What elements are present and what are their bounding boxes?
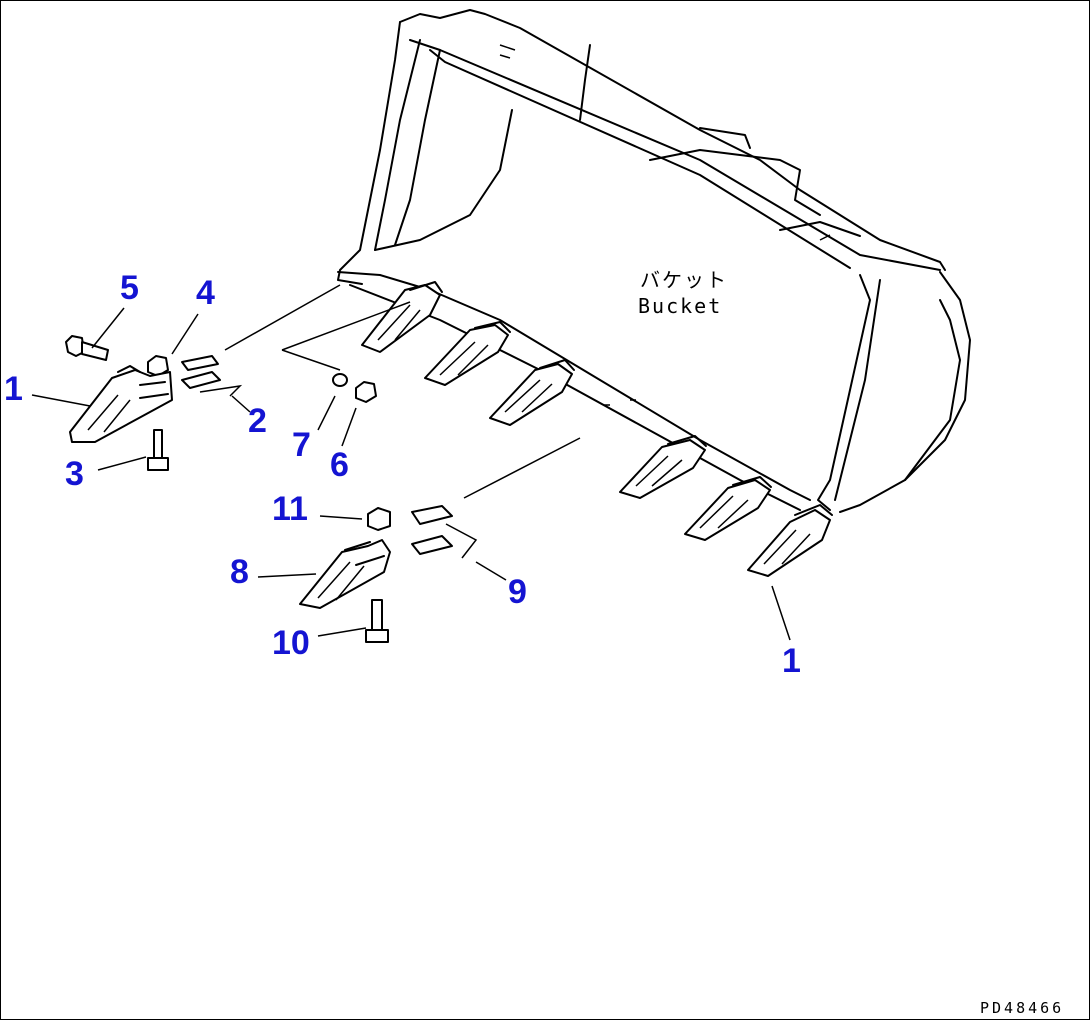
- callout-7: 7: [292, 426, 311, 464]
- callout-3: 3: [65, 455, 84, 493]
- callout-8: 8: [230, 553, 249, 591]
- adapter-part-8: [299, 539, 391, 609]
- tooth-6: [747, 504, 833, 577]
- callout-1-left: 1: [4, 370, 23, 408]
- callout-11: 11: [272, 490, 308, 528]
- callout-10: 10: [272, 624, 310, 662]
- washer-part-7: [332, 373, 348, 387]
- drawing-code: PD48466: [980, 999, 1064, 1017]
- bucket-body: [337, 9, 971, 513]
- callout-numbers: 1 1 2 3 4 5 6 7 8 9 10 11: [4, 269, 801, 680]
- nut-part-11: [367, 507, 391, 531]
- callout-1-right: 1: [782, 642, 801, 680]
- bucket-label-japanese: バケット: [640, 268, 728, 292]
- leader-lines: [31, 307, 791, 641]
- adapter-part-1-left: [69, 365, 173, 443]
- bolt-part-3: [147, 429, 169, 471]
- bucket-label-english: Bucket: [638, 294, 722, 318]
- shim-part-9: [411, 505, 478, 559]
- tooth-4: [619, 435, 707, 499]
- bolt-part-5: [65, 335, 109, 361]
- nut-part-4: [147, 355, 169, 377]
- bolt-part-10: [365, 599, 389, 643]
- nut-part-6: [355, 381, 377, 403]
- exploded-parts-left: [65, 284, 411, 471]
- bucket-teeth: [361, 281, 833, 577]
- callout-5: 5: [120, 269, 139, 307]
- callout-6: 6: [330, 446, 349, 484]
- callout-9: 9: [508, 573, 527, 611]
- tooth-5: [684, 476, 772, 541]
- tooth-2: [424, 321, 511, 386]
- callout-2: 2: [248, 402, 267, 440]
- shim-part-2: [181, 355, 243, 397]
- callout-4: 4: [196, 274, 215, 312]
- exploded-parts-lower: [299, 437, 581, 643]
- tooth-1: [361, 281, 443, 353]
- tooth-3: [489, 359, 575, 426]
